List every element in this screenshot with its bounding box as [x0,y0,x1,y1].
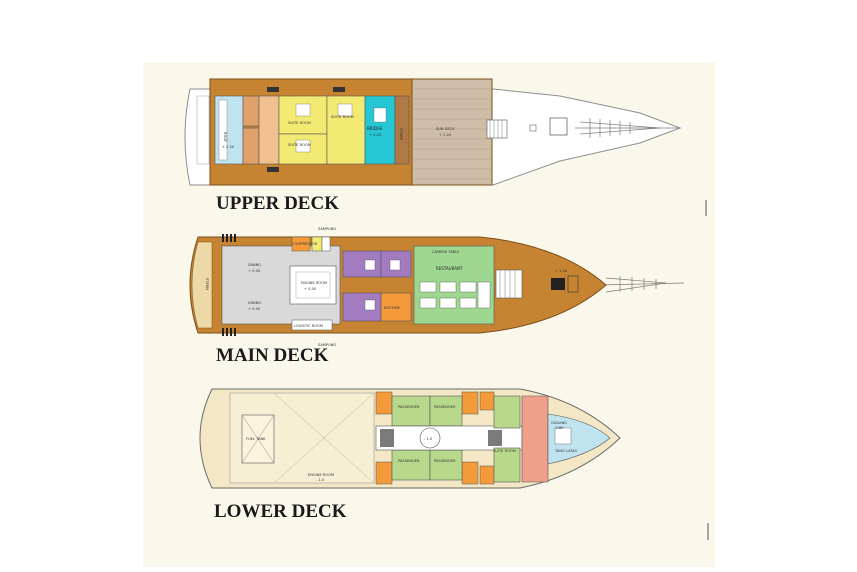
main-engine-level: + 0.00 [304,287,317,291]
upper-rail-marks [267,87,345,172]
main-camera-table-label: CAMERA TABLE [432,250,460,254]
sun-deck-planks [412,88,492,180]
lower-deck-title: LOWER DECK [214,501,347,522]
main-cabin-fixture-1 [364,259,376,271]
upper-bed-2 [295,139,311,153]
lower-passenger-cabin-3 [391,449,431,481]
main-forward-stairs [495,269,523,299]
upper-store-label: STORE [399,128,403,141]
lower-engine-room-level: - 1.0 [316,478,325,482]
lower-toilet-5 [479,391,495,411]
main-dining-level-2: + 0.00 [248,307,261,311]
upper-stern-rail [196,95,210,165]
upper-store [394,95,410,165]
main-rail-ticks [222,234,236,336]
lower-passenger-cabin-2 [429,395,463,427]
lower-toilet-1 [375,391,393,415]
lower-toilet-2 [375,461,393,485]
main-dining-label-2: DINING [248,301,261,305]
main-stair-top [321,236,331,252]
main-engine-room-label: ENGINE ROOM [301,281,327,285]
main-cabin-fixture-3 [364,299,376,311]
lower-chain-locker [554,427,572,445]
upper-hatch [549,117,568,136]
lower-engine-room-diagonals [273,392,375,484]
lower-fuel-tank-cross-2 [241,414,275,464]
upper-suite-room-label: SUITE ROOM [288,121,311,125]
main-deck-title: MAIN DECK [216,345,329,366]
lower-gudang [547,413,611,465]
upper-suite-room-label-3: SUITE ROOM [331,115,354,119]
main-compressor [291,236,311,252]
main-kitchen-label: KITCHEN [384,306,400,310]
main-deck: SAMPUNG SAMPUNG ENGINE ROOM + 0.00 RESTA… [189,227,685,366]
lower-suite-room-label: SUITE ROOM [493,449,516,453]
main-logistic-room-label: LOGISTIC ROOM [294,324,323,328]
lower-suite-room-2 [493,447,521,483]
lower-fuel-tank-label: FUEL TANK [246,437,266,441]
main-anchor-winch [551,278,565,290]
main-bow-level: + 1.20 [555,269,568,273]
main-compressor-label: COMPRESSOR [292,242,318,246]
lower-toilet-3 [461,391,479,415]
lower-gudang-level: - 0.80 [553,426,564,430]
main-dining-level-1: + 0.00 [248,269,261,273]
upper-bridge-label: BRIDGE [367,126,383,131]
upper-bridge-console [373,107,387,123]
main-stern-label: STERN [205,278,209,290]
sun-deck-level: + 2.20 [439,133,452,137]
main-sampung-top: SAMPUNG [318,227,336,231]
lower-stair-aft [380,429,394,447]
upper-bed-3 [337,103,353,117]
upper-wardrobe [258,95,280,165]
lower-toilet-4 [461,461,479,485]
upper-bowsprit-rigging [575,118,680,138]
lower-central-hatch [419,427,441,449]
main-restaurant-tables [419,281,491,309]
upper-suite-room-label-2: SUITE ROOM [288,143,311,147]
lower-passenger-cabin-4 [429,449,463,481]
upper-bridge-level: + 2.20 [369,133,382,137]
main-kitchen [380,292,412,322]
lower-engine-room-label: ENGINE ROOM [308,473,334,477]
main-logistic-room [291,319,333,331]
upper-deck: SUITE ROOM SUITE ROOM SUITE ROOM BRIDGE … [184,78,682,214]
main-cabin-1 [342,250,382,278]
upper-bathroom-1 [242,95,260,127]
lower-toilet-6 [479,465,495,485]
main-restaurant-label: RESTAURANT [436,266,463,271]
sun-deck-label: SUN DECK [436,127,455,131]
upper-aft-bench [218,99,228,161]
lower-stair-fwd [488,430,502,446]
lower-passenger-cabin-1 [391,395,431,427]
main-stern-band [191,241,213,329]
main-bow-post [567,275,579,293]
lower-suite-room-1 [493,395,521,429]
main-cabin-fixture-2 [389,259,401,271]
lower-center-level: - 1.0 [424,437,433,441]
main-sampung-bottom: SAMPUNG [318,343,336,347]
lower-deck: FUEL TANK ENGINE ROOM - 1.0 PASSENGER PA… [199,388,621,522]
main-cabin-3 [342,292,382,322]
upper-bathroom-2 [242,127,260,165]
upper-deck-title: UPPER DECK [216,193,339,214]
upper-post [529,124,537,132]
upper-stern-level: + 2.20 [222,145,235,149]
lower-gudang-label: GUDANG [551,421,567,425]
upper-bed-1 [295,103,311,117]
upper-stairs [486,119,508,139]
main-dining-label-1: DINING [248,263,261,267]
upper-stern-label: ROOF [223,132,227,142]
lower-passenger-label-1: PASSENGER [398,405,420,409]
lower-passenger-label-2: PASSENGER [434,405,456,409]
sun-deck [411,78,493,186]
lower-passenger-label-3: PASSENGER [398,459,420,463]
main-bowsprit-rigging [599,276,685,293]
lower-tank-lateral-label: TANG LATAS [554,449,578,453]
lower-passenger-label-4: PASSENGER [434,459,456,463]
lower-forepeak [521,395,549,483]
main-engine-hatch-inner [295,271,331,299]
